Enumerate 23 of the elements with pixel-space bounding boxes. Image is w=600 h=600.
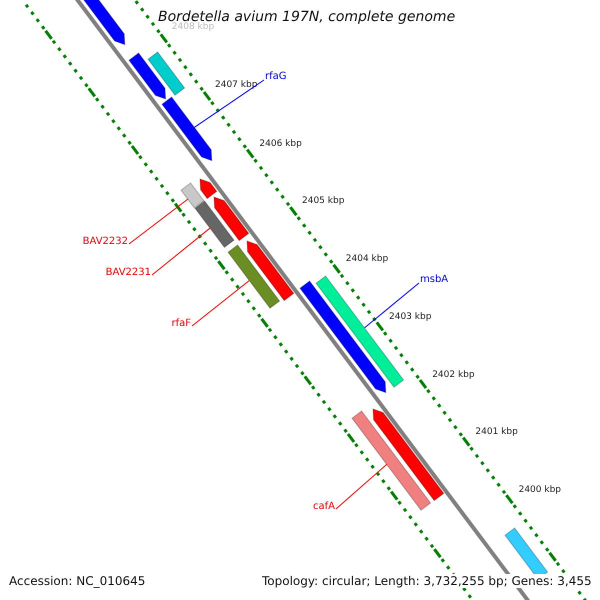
tick-label: 2402 kbp: [432, 370, 475, 380]
leader-line: [152, 228, 210, 276]
gene-label: BAV2232: [82, 236, 128, 248]
tick-label: 2406 kbp: [259, 139, 302, 150]
gene-label: msbA: [420, 274, 448, 286]
gene-label: rfaF: [171, 318, 191, 330]
leader-line: [192, 280, 250, 326]
tick-label: 2403 kbp: [389, 312, 432, 322]
gene-label: cafA: [313, 501, 335, 513]
accession-label: Accession: NC_010645: [9, 574, 146, 588]
leader-line: [336, 464, 388, 510]
gene-label: BAV2231: [106, 267, 151, 279]
leader-line: [194, 80, 264, 128]
tick-label: 2405 kbp: [302, 196, 344, 206]
genome-stats: Topology: circular; Length: 3,732,255 bp; Genes: 3,455: [262, 574, 592, 588]
leader-line: [364, 282, 420, 328]
tick-label: 2404 kbp: [346, 254, 388, 264]
leader-line: [128, 198, 188, 244]
gene-label: rfaG: [265, 71, 287, 83]
tick-label: 2408 kbp: [172, 22, 214, 32]
tick-label: 2401 kbp: [475, 427, 518, 438]
tick-label: 2400 kbp: [518, 484, 561, 495]
tick-label: 2407 kbp: [215, 80, 258, 90]
